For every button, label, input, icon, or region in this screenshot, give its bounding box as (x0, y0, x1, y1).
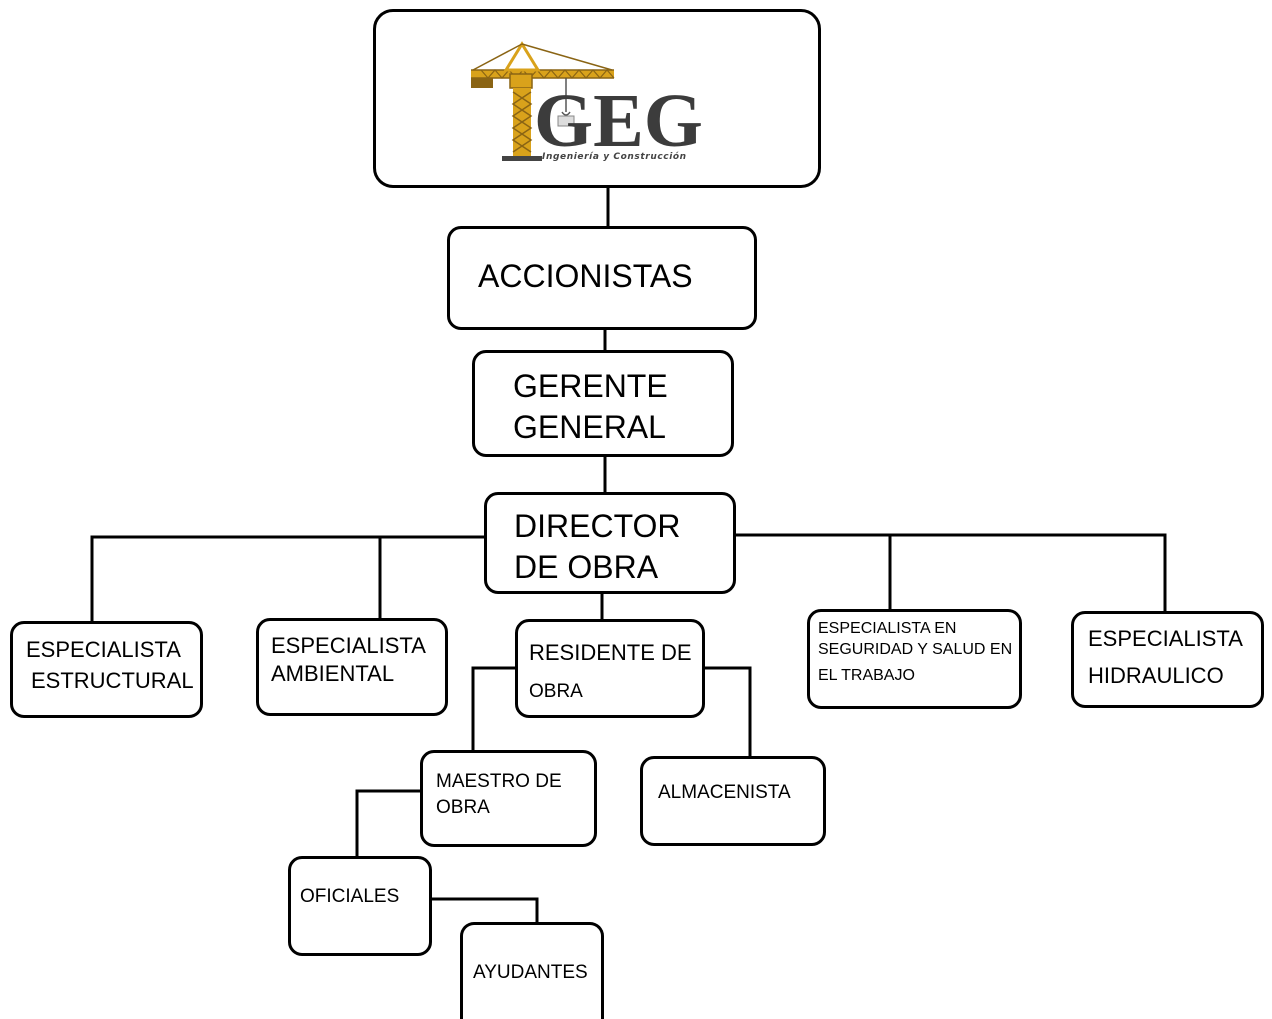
connector-director-left-branch (90, 535, 485, 622)
node-gerente-general-line-1: GERENTE (513, 368, 668, 404)
node-residente-de-obra-line-2: OBRA (529, 681, 583, 702)
logo-box: GEG Ingeniería y Construcción (373, 9, 821, 188)
node-residente-de-obra: RESIDENTE DE OBRA (515, 619, 705, 718)
node-ayudantes-label: AYUDANTES (473, 962, 588, 983)
connector-residente-almacenista (704, 666, 752, 757)
connector-maestro-oficiales (355, 789, 420, 857)
node-especialista-ambiental-line-1: ESPECIALISTA (271, 633, 426, 658)
connector-residente-maestro (471, 666, 516, 751)
logo-wordmark: GEG (534, 79, 703, 163)
node-oficiales: OFICIALES (288, 856, 432, 956)
node-residente-de-obra-line-1: RESIDENTE DE (529, 640, 692, 665)
node-especialista-seguridad-line-1: ESPECIALISTA EN (818, 620, 957, 637)
logo-tagline: Ingeniería y Construcción (542, 151, 687, 162)
node-especialista-estructural: ESPECIALISTA ESTRUCTURAL (10, 621, 203, 718)
node-especialista-ambiental: ESPECIALISTA AMBIENTAL (256, 618, 448, 716)
node-gerente-general-line-2: GENERAL (513, 409, 666, 445)
geg-logo: GEG Ingeniería y Construcción (471, 41, 703, 163)
node-maestro-de-obra-line-2: OBRA (436, 797, 490, 818)
node-director-de-obra: DIRECTOR DE OBRA (484, 492, 736, 594)
node-ayudantes: AYUDANTES (460, 922, 604, 1019)
connector-director-right-branch (735, 533, 1167, 612)
node-director-de-obra-line-1: DIRECTOR (514, 508, 681, 544)
node-especialista-seguridad-line-2: SEGURIDAD Y SALUD EN (818, 641, 1013, 658)
node-especialista-hidraulico: ESPECIALISTA HIDRAULICO (1071, 611, 1264, 708)
node-gerente-general: GERENTE GENERAL (472, 350, 734, 457)
node-especialista-seguridad: ESPECIALISTA EN SEGURIDAD Y SALUD EN EL … (807, 609, 1022, 709)
node-especialista-hidraulico-line-1: ESPECIALISTA (1088, 626, 1243, 651)
node-especialista-seguridad-line-3: EL TRABAJO (818, 667, 915, 684)
node-almacenista-label: ALMACENISTA (658, 782, 791, 803)
node-especialista-estructural-line-2: ESTRUCTURAL (31, 668, 194, 693)
tower-crane-icon (471, 41, 615, 161)
node-especialista-ambiental-line-2: AMBIENTAL (271, 661, 395, 686)
connector-oficiales-ayudantes (431, 897, 539, 923)
node-almacenista: ALMACENISTA (640, 756, 826, 846)
node-especialista-hidraulico-line-2: HIDRAULICO (1088, 663, 1224, 688)
node-maestro-de-obra: MAESTRO DE OBRA (420, 750, 597, 847)
node-accionistas-label: ACCIONISTAS (478, 258, 693, 294)
node-accionistas: ACCIONISTAS (447, 226, 757, 330)
node-maestro-de-obra-line-1: MAESTRO DE (436, 771, 562, 792)
node-director-de-obra-line-2: DE OBRA (514, 549, 659, 585)
node-oficiales-label: OFICIALES (300, 886, 400, 907)
node-especialista-estructural-line-1: ESPECIALISTA (26, 637, 181, 662)
